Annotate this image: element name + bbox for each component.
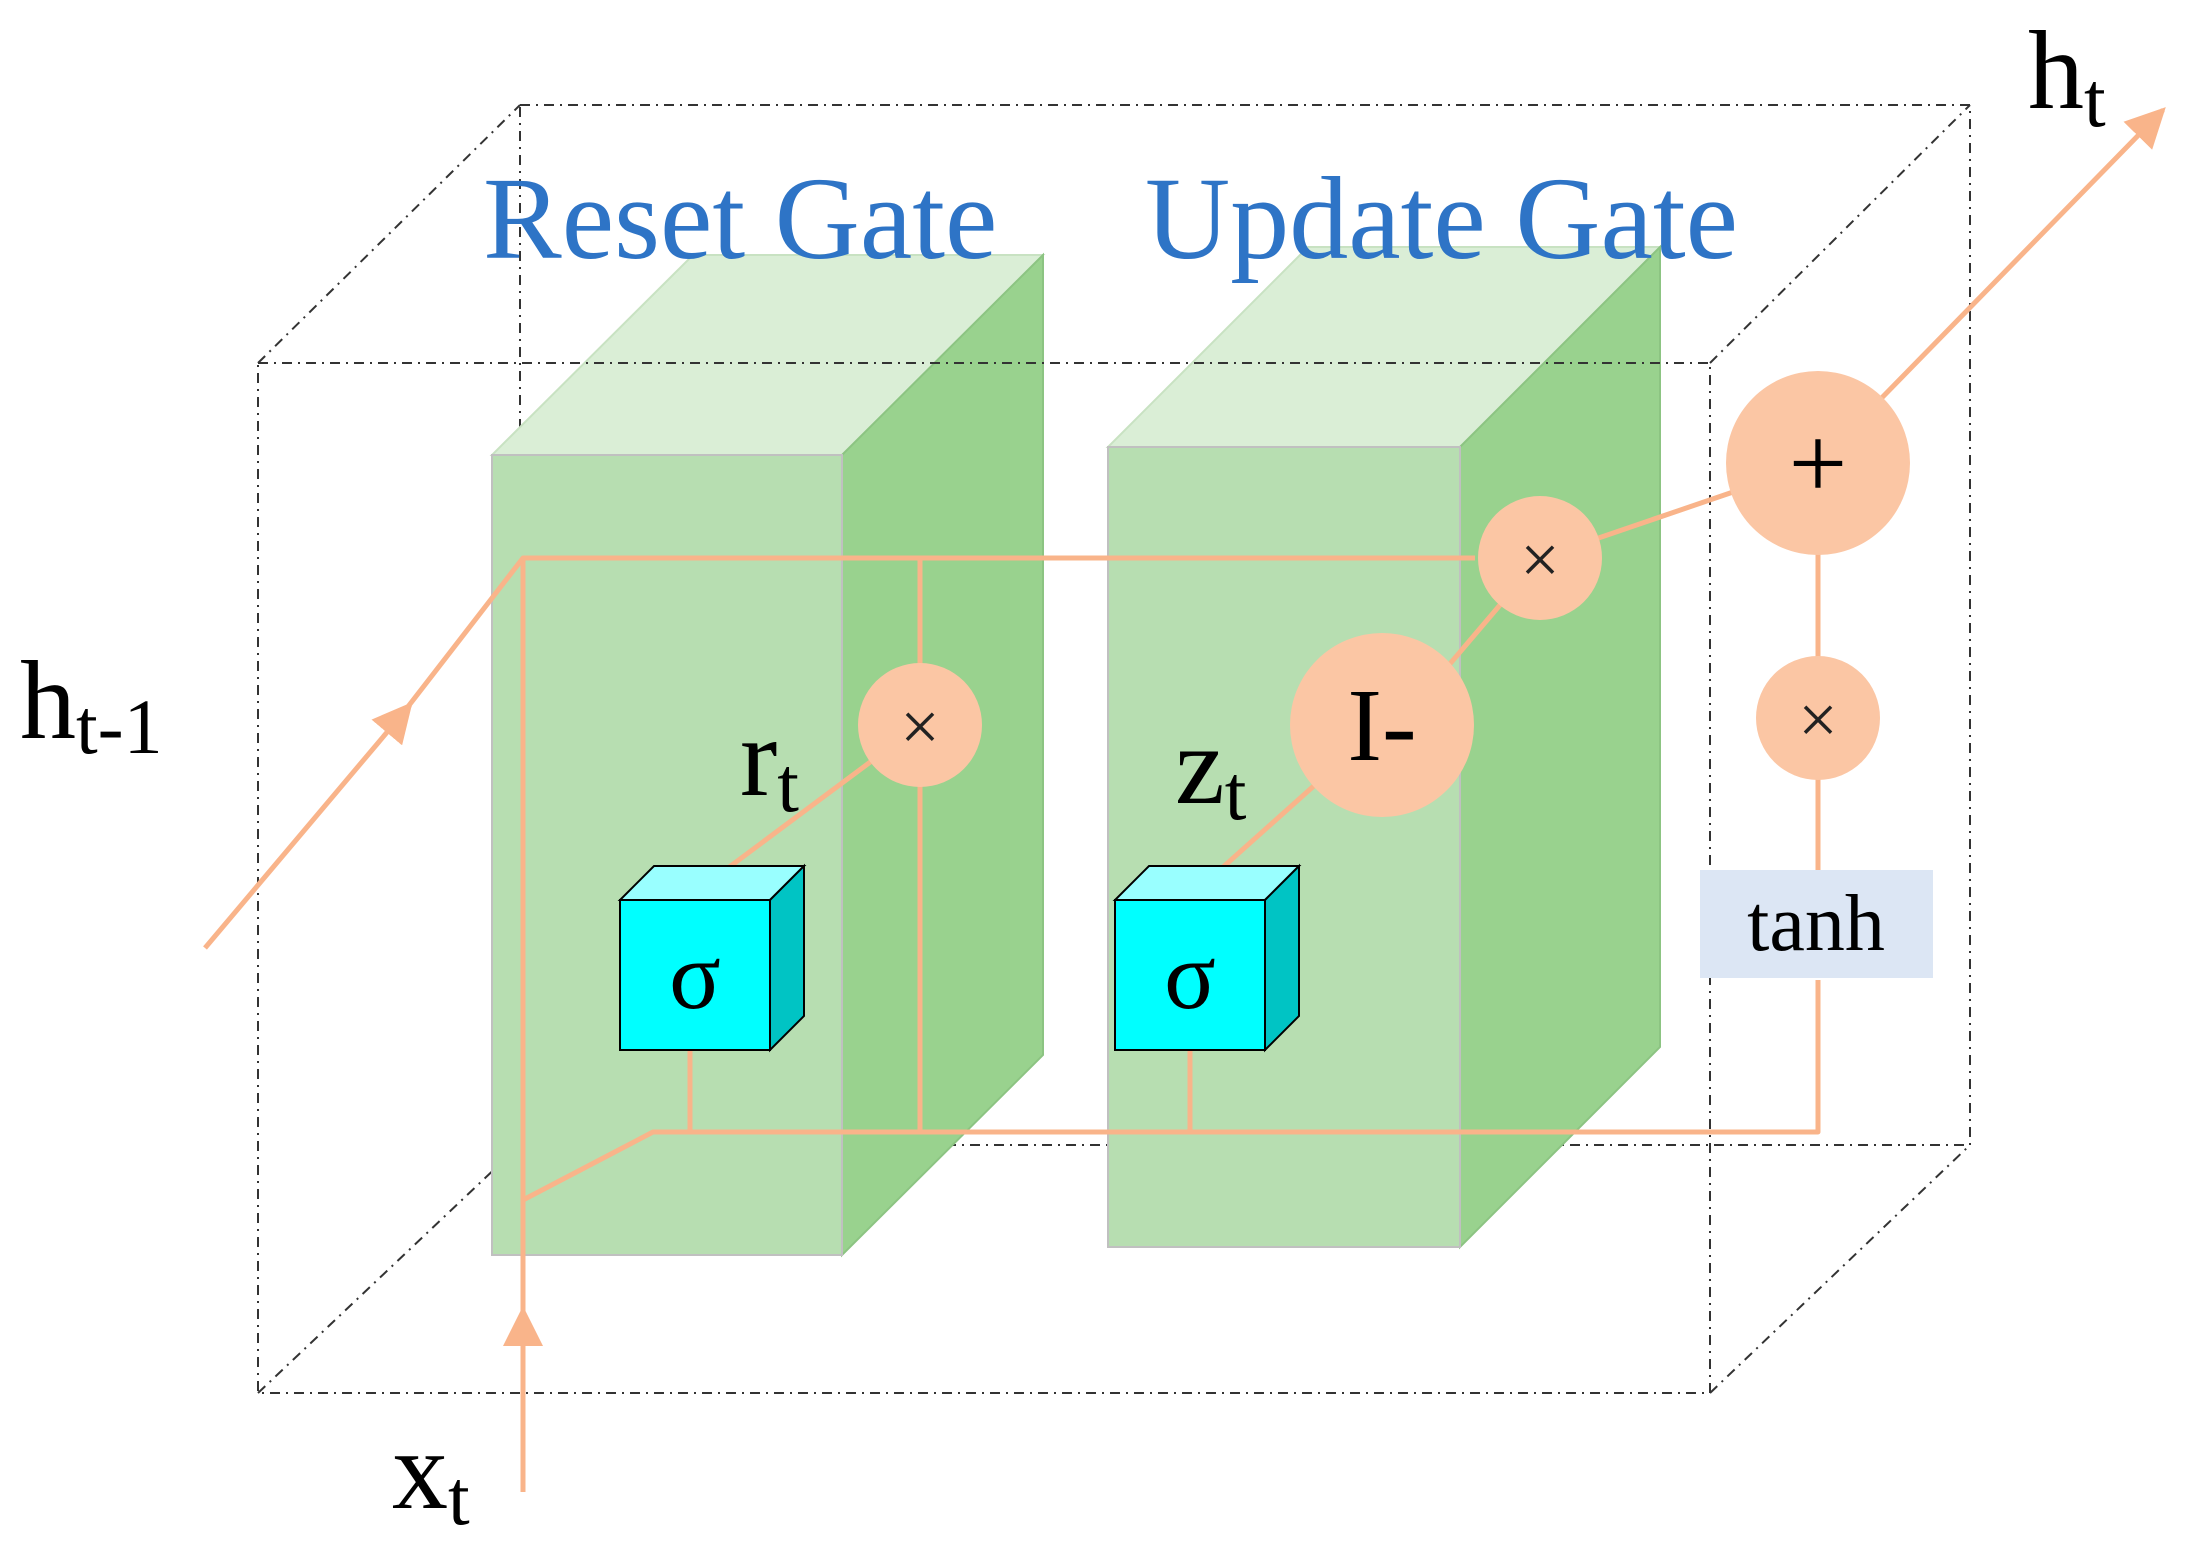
tanh-unit: tanh: [1700, 870, 1933, 978]
reset-multiply-node: ×: [858, 663, 982, 787]
update-gate-block: [1105, 244, 1663, 1250]
cell-boundary-front: [257, 362, 1711, 1394]
update-sigma-unit: σ: [1112, 863, 1302, 1053]
h-prev-label: ht-1: [20, 639, 163, 770]
reset-sigma-unit: σ: [617, 863, 807, 1053]
sigma-symbol: σ: [669, 922, 721, 1029]
h-out-label: ht: [2028, 9, 2106, 143]
h-prev-input-arrow: [203, 701, 413, 950]
update-gate-title: Update Gate: [1145, 153, 1738, 284]
multiply-icon: ×: [900, 689, 939, 766]
update-multiply-node: ×: [1478, 496, 1602, 620]
update-output-label: zt: [1175, 704, 1247, 836]
tanh-label: tanh: [1747, 880, 1885, 968]
x-input-label: xt: [392, 1409, 470, 1541]
plus-icon: +: [1789, 406, 1848, 521]
reset-output-label: rt: [740, 696, 799, 828]
sigma-symbol: σ: [1164, 922, 1216, 1029]
reset-gate-title: Reset Gate: [483, 153, 997, 284]
add-node: +: [1726, 371, 1910, 555]
cell-boundary-back: [257, 104, 1971, 1394]
multiply-icon: ×: [1520, 522, 1559, 599]
one-minus-label: I-: [1347, 668, 1416, 783]
one-minus-node: I-: [1290, 633, 1474, 817]
h-output-arrow: [1863, 107, 2166, 417]
candidate-multiply-node: ×: [1756, 656, 1880, 780]
multiply-icon: ×: [1798, 682, 1837, 759]
